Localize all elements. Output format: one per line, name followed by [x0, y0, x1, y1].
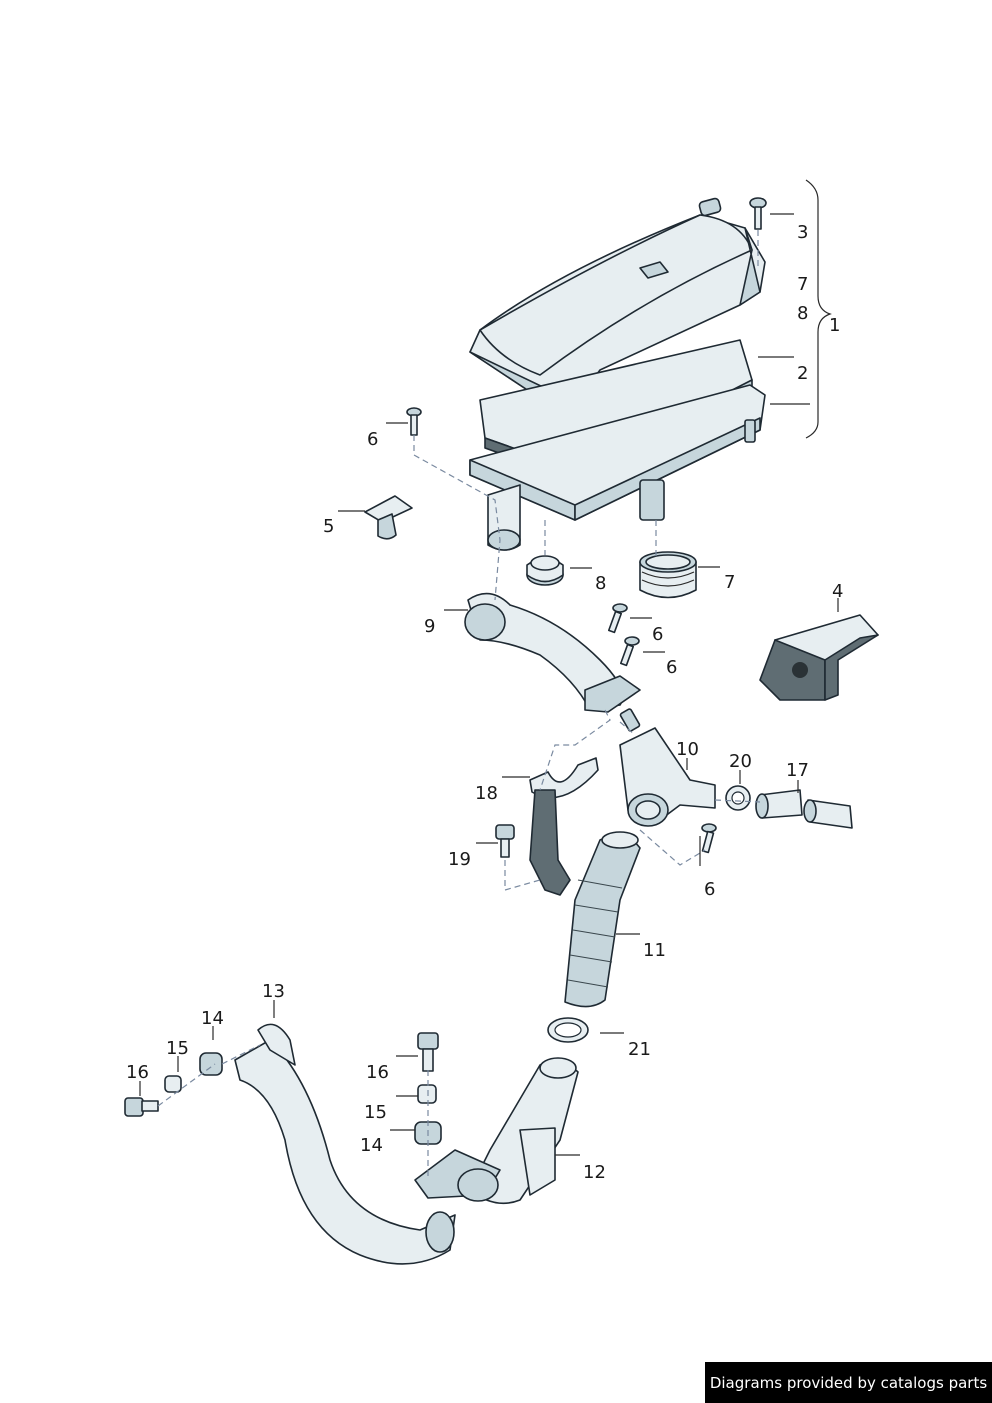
- part-14-spacer-left: [199, 1052, 223, 1076]
- assembly-lines: [157, 230, 761, 1180]
- part-17-breather-hose: [755, 789, 853, 829]
- part-6-screw-lower-right: [619, 636, 640, 667]
- part-6-screw-junction: [701, 823, 717, 854]
- callout-6-upper-right: 6: [652, 624, 663, 645]
- callout-8-top: 8: [797, 303, 808, 324]
- part-15-bushing-centre: [417, 1084, 437, 1104]
- callout-19: 19: [448, 849, 471, 870]
- callout-6-junction: 6: [704, 879, 715, 900]
- callout-20: 20: [729, 751, 752, 772]
- callout-8-bottom: 8: [595, 573, 606, 594]
- callout-7-bottom: 7: [724, 572, 735, 593]
- part-18-bracket: [529, 757, 599, 896]
- callout-9: 9: [424, 616, 435, 637]
- callout-15-centre: 15: [364, 1102, 387, 1123]
- part-19-bolt: [495, 824, 515, 858]
- callout-6-lower-right: 6: [666, 657, 677, 678]
- callout-12: 12: [583, 1162, 606, 1183]
- callout-3: 3: [797, 222, 808, 243]
- part-6-screw-top: [406, 407, 422, 436]
- callout-14-centre: 14: [360, 1135, 383, 1156]
- part-5-bracket: [364, 495, 413, 540]
- part-16-bolt-left: [124, 1097, 159, 1117]
- part-13-pipe: [234, 1023, 456, 1265]
- callout-17: 17: [786, 760, 809, 781]
- callout-16-left: 16: [126, 1062, 149, 1083]
- air-filter-housing-base: [469, 384, 766, 551]
- credit-banner: Diagrams provided by catalogs parts: [705, 1362, 992, 1403]
- part-6-screw-upper-right: [607, 603, 628, 634]
- callout-7-top: 7: [797, 274, 808, 295]
- part-7-seal-ring: [639, 551, 697, 599]
- callout-16-centre: 16: [366, 1062, 389, 1083]
- part-20-clamp: [725, 785, 751, 811]
- assembly-1-brace: [805, 179, 832, 439]
- callout-4: 4: [832, 581, 843, 602]
- air-filter-housing-lid: [469, 197, 766, 413]
- callout-6-top: 6: [367, 429, 378, 450]
- callout-labels: 3 7 8 1 2 6 5 8 7 4 9 6 6 10 20 17 18 19…: [126, 222, 843, 1183]
- part-3-screw: [749, 197, 767, 230]
- part-9-intake-hose: [464, 592, 641, 713]
- part-15-bushing-left: [164, 1075, 182, 1093]
- callout-1: 1: [829, 315, 840, 336]
- part-12-pipe: [414, 1057, 579, 1205]
- part-16-bolt-centre: [417, 1032, 439, 1072]
- part-11-corrugated-hose: [564, 831, 641, 1008]
- part-21-clamp: [547, 1017, 589, 1043]
- callout-18: 18: [475, 783, 498, 804]
- callout-5: 5: [323, 516, 334, 537]
- callout-14-left: 14: [201, 1008, 224, 1029]
- credit-text: Diagrams provided by catalogs parts: [709, 1373, 988, 1392]
- part-10-junction: [619, 708, 716, 827]
- callout-2: 2: [797, 363, 808, 384]
- callout-13: 13: [262, 981, 285, 1002]
- part-8-grommet: [526, 555, 564, 586]
- callout-15-left: 15: [166, 1038, 189, 1059]
- part-4-cover: [759, 614, 879, 701]
- leader-lines: [139, 213, 839, 1156]
- callout-11: 11: [643, 940, 666, 961]
- callout-21: 21: [628, 1039, 651, 1060]
- callout-10: 10: [676, 739, 699, 760]
